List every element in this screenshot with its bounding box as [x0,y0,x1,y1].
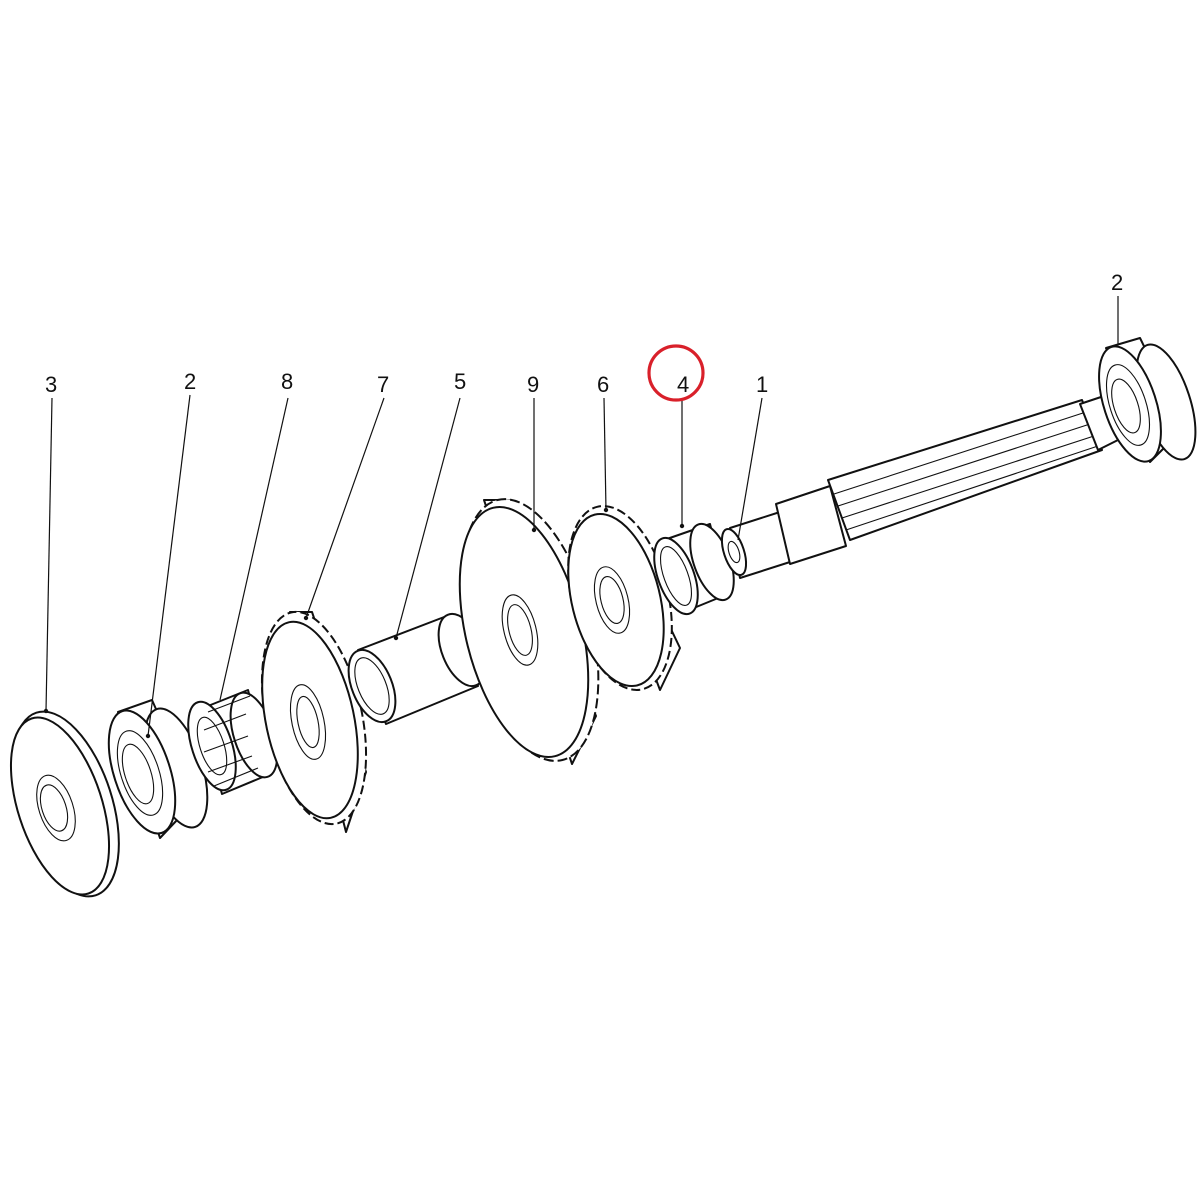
shaft-part [720,393,1119,579]
gear-medium-part [260,610,368,833]
callout-labels: 3 2 8 7 5 9 6 4 1 2 [45,270,1123,397]
leader-gear-small [603,397,607,511]
callout-bearing-right: 2 [1111,270,1123,295]
gear-small-part [567,505,681,691]
leader-shaft [737,397,763,541]
gear-large-part [458,498,600,765]
leader-gear-medium [305,397,385,619]
callout-gear-small: 6 [597,372,609,397]
callout-shaft: 1 [756,372,768,397]
spline-hub-part [187,689,279,795]
bearing-right-part [1098,337,1197,463]
callout-gear-medium: 7 [377,372,389,397]
callout-sleeve: 5 [454,369,466,394]
leader-bearing-left [147,394,191,737]
callout-flange: 3 [45,372,57,397]
callout-bearing-left: 2 [184,369,196,394]
sleeve-part [347,612,487,725]
highlight-circle [647,344,705,402]
callout-spacer-ring: 4 [677,372,689,397]
leader-spline-hub [219,397,289,701]
callout-spline-hub: 8 [281,369,293,394]
flange-part [9,708,120,898]
callout-gear-large: 9 [527,372,539,397]
leader-lines [45,296,1119,737]
leader-sleeve [395,397,461,639]
leader-flange [45,397,53,712]
